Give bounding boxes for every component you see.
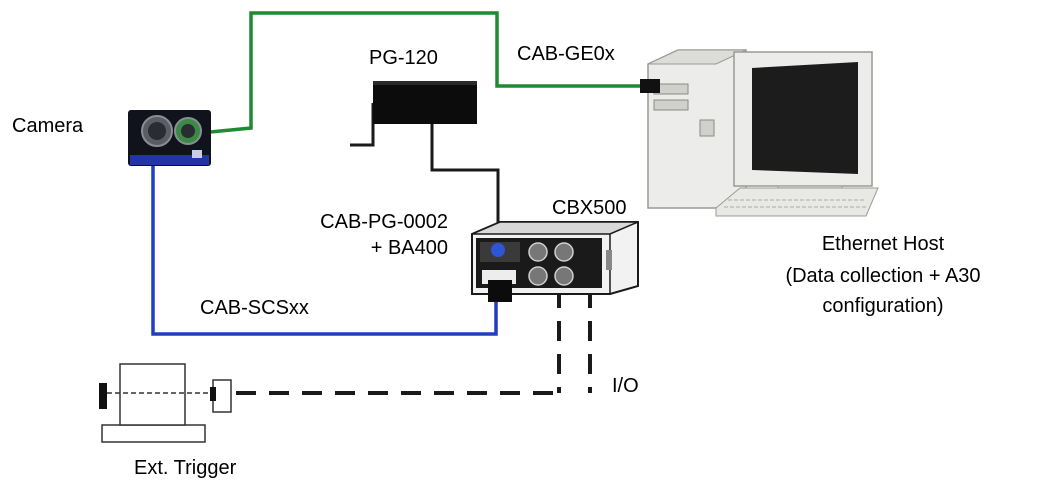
host-label-line2: (Data collection + A30 (785, 265, 981, 287)
cbx500-device (471, 221, 639, 302)
host-label-line3: configuration) (822, 295, 944, 317)
trigger-label: Ext. Trigger (134, 457, 237, 479)
power-supply-label: PG-120 (369, 47, 438, 69)
camera-label: Camera (12, 115, 84, 137)
power-supply-ac-cord (350, 103, 375, 147)
io-label: I/O (612, 375, 639, 397)
ethernet-cable (199, 11, 648, 135)
camera-device (128, 110, 211, 166)
power-cable (430, 124, 500, 244)
power-supply-pg120 (373, 81, 477, 124)
ethernet-cable-label: CAB-GE0x (517, 43, 615, 65)
ethernet-host-pc (640, 49, 879, 217)
cbx500-label: CBX500 (552, 197, 627, 219)
host-label-line1: Ethernet Host (821, 233, 945, 255)
serial-cable-label: CAB-SCSxx (200, 297, 309, 319)
power-cable-label-line2: + BA400 (370, 237, 448, 259)
external-trigger-device (99, 363, 232, 443)
serial-cable (151, 163, 498, 336)
power-cable-label-line1: CAB-PG-0002 (320, 211, 448, 233)
